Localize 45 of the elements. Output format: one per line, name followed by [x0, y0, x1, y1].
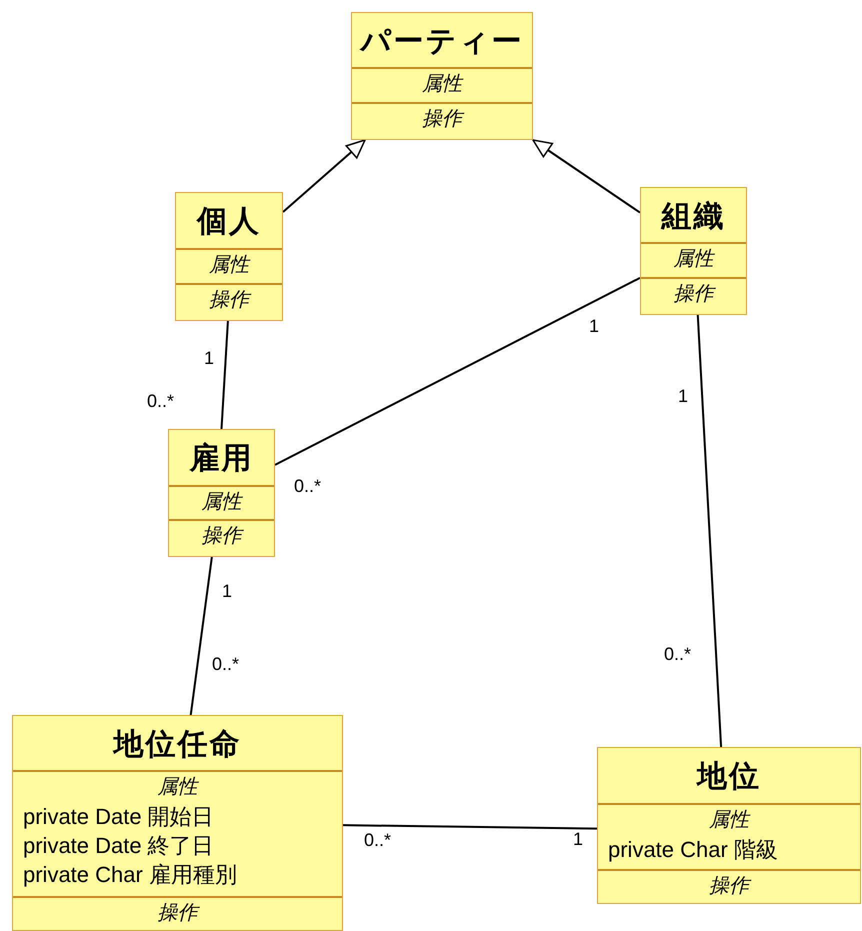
generalization-arrow — [282, 139, 366, 213]
class-name: 地位任命 — [112, 726, 242, 762]
multiplicity-label: 0..* — [294, 476, 322, 497]
class-box — [175, 192, 283, 321]
class-box — [640, 187, 747, 315]
compartment-label: 操作 — [176, 283, 282, 315]
compartment-label: 操作 — [598, 869, 860, 901]
multiplicity-label: 1 — [678, 386, 688, 407]
compartment-label: 属性 — [598, 803, 860, 835]
compartment-label: 属性 — [176, 248, 282, 280]
multiplicity-label: 1 — [222, 581, 232, 602]
association-line — [220, 320, 229, 430]
compartment-label: 操作 — [352, 102, 532, 134]
class-name: 組織 — [660, 198, 726, 234]
class-name: 地位 — [695, 759, 762, 795]
class-name: 個人 — [195, 204, 262, 240]
class-name: パーティー — [358, 24, 524, 60]
multiplicity-label: 0..* — [212, 654, 240, 675]
multiplicity-label: 0..* — [664, 644, 692, 665]
association-line — [696, 314, 722, 748]
attribute-text: private Date 終了日 — [22, 832, 215, 860]
attribute-text: private Char 雇用種別 — [22, 861, 238, 889]
association-line — [274, 277, 640, 466]
multiplicity-label: 1 — [573, 829, 584, 850]
association-line — [190, 556, 213, 716]
class-box — [12, 715, 343, 931]
compartment-label: 操作 — [641, 277, 746, 309]
class-box — [168, 429, 275, 557]
generalization-arrow — [532, 139, 641, 214]
class-box — [351, 12, 533, 140]
compartment-label: 属性 — [352, 67, 532, 99]
multiplicity-label: 1 — [589, 316, 600, 337]
attribute-text: private Date 開始日 — [22, 803, 215, 831]
compartment-label: 操作 — [13, 896, 342, 928]
compartment-label: 属性 — [641, 242, 746, 274]
multiplicity-label: 1 — [204, 348, 214, 369]
compartment-label: 操作 — [169, 519, 274, 551]
compartment-label: 属性 — [13, 770, 342, 802]
multiplicity-label: 0..* — [364, 830, 392, 851]
class-box — [597, 747, 861, 904]
compartment-label: 属性 — [169, 485, 274, 517]
class-name: 雇用 — [188, 441, 254, 477]
attribute-text: private Char 階級 — [607, 836, 779, 864]
association-line — [342, 824, 598, 830]
multiplicity-label: 0..* — [147, 391, 174, 412]
